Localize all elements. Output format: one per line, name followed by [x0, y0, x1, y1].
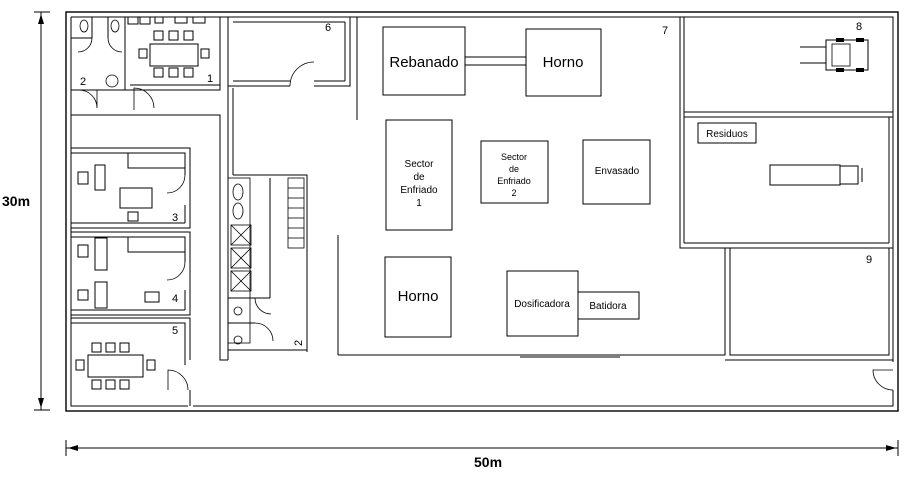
shower-icon: [230, 247, 252, 269]
shower-icon: [230, 270, 252, 292]
shower-icon: [230, 224, 252, 246]
lockers: [287, 177, 305, 249]
room-6: [228, 17, 351, 87]
height-label: 30m: [2, 193, 30, 209]
room-3-label: 3: [172, 212, 178, 224]
width-label: 50m: [474, 454, 502, 470]
meeting-table: [149, 43, 199, 67]
sink-icon: [233, 335, 243, 345]
enfriado-1: [385, 119, 453, 231]
enfriado-1-line-1: Sector: [405, 159, 435, 170]
room-8: [684, 38, 893, 118]
door-swing: [133, 87, 155, 110]
batidora-machine: [577, 291, 640, 320]
room-6-label: 6: [325, 22, 331, 34]
height-dimension: [34, 11, 50, 411]
room-8-label: 8: [856, 21, 862, 33]
cabinet-icon: [127, 16, 139, 25]
sink-icon: [105, 74, 119, 88]
room-5-label: 5: [172, 325, 178, 337]
enfriado-1-line-3: Enfriado: [400, 185, 438, 196]
desk: [119, 187, 153, 209]
enfriado-2-line-1: Sector: [501, 152, 527, 162]
room-2-top: [71, 17, 125, 109]
envasado-label: Envasado: [595, 166, 640, 177]
batidora-label: Batidora: [589, 301, 627, 312]
enfriado-1-line-2: de: [413, 172, 425, 183]
room-1-label: 1: [207, 73, 213, 85]
forklift-icon: [825, 39, 869, 71]
room-4: [71, 231, 191, 316]
rebanado-machine: [382, 26, 466, 96]
horno-top: [525, 28, 602, 97]
enfriado-1-line-4: 1: [416, 198, 422, 209]
horno-bottom-label: Horno: [398, 288, 439, 305]
enfriado-2: [480, 140, 549, 204]
room-5: [71, 317, 191, 406]
horno-bottom: [384, 256, 452, 338]
residuos-label: Residuos: [706, 129, 748, 140]
rebanado-label: Rebanado: [389, 54, 458, 71]
toilet-icon: [232, 202, 244, 220]
room-7: [232, 17, 726, 358]
dosificadora-machine: [506, 270, 579, 337]
room-7-label: 7: [662, 25, 668, 37]
toilet-icon: [79, 19, 89, 33]
width-dimension: [65, 440, 899, 456]
enfriado-2-line-4: 2: [511, 188, 516, 198]
room-3: [71, 147, 191, 229]
toilet-icon: [232, 183, 244, 201]
enfriado-2-line-2: de: [509, 164, 519, 174]
sink-icon: [233, 306, 243, 316]
room-2-bottom: [227, 177, 307, 351]
meeting-table: [87, 354, 144, 378]
room-4-label: 4: [172, 293, 178, 305]
truck-icon: [769, 164, 841, 186]
residuos-area: [684, 117, 893, 249]
room-2-top-label: 2: [80, 76, 86, 88]
residuos-box: [697, 122, 757, 144]
room-2-bottom-label: 2: [293, 340, 305, 346]
room-9: [725, 248, 894, 391]
room-1: [124, 16, 221, 110]
room-9-label: 9: [866, 254, 872, 266]
enfriado-2-line-3: Enfriado: [497, 176, 531, 186]
outer-wall: [65, 11, 899, 412]
horno-top-label: Horno: [543, 54, 584, 71]
dosificadora-label: Dosificadora: [514, 299, 570, 310]
envasado-machine: [582, 139, 651, 205]
toilet-icon: [110, 19, 120, 33]
